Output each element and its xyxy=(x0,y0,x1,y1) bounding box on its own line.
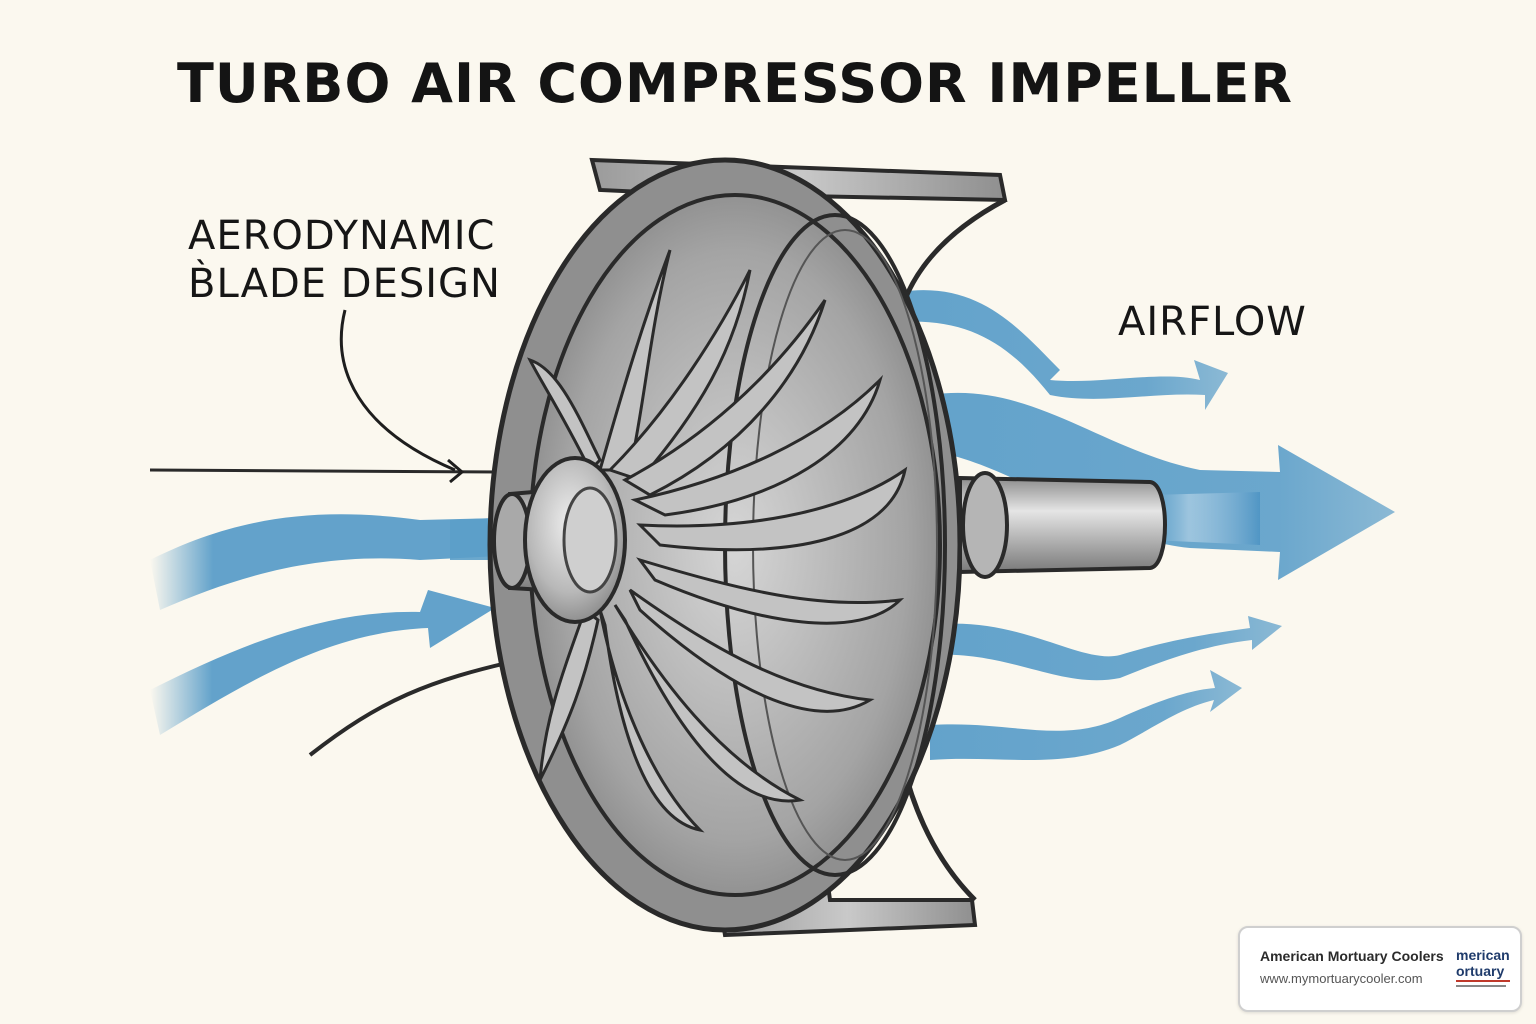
inlet-flow-upper xyxy=(150,514,500,610)
inlet-pipe-lower-outline xyxy=(308,658,521,757)
impeller-blade xyxy=(598,249,672,472)
outlet-flow-4 xyxy=(930,670,1242,760)
inlet-airflow-arrows xyxy=(150,514,540,735)
impeller-blade xyxy=(613,604,805,803)
impeller-blade xyxy=(538,607,600,781)
svg-text:ortuary: ortuary xyxy=(1456,963,1504,979)
airflow-label: AIRFLOW xyxy=(1118,299,1307,345)
blade-label-leader-line xyxy=(339,309,456,472)
outlet-flow-3 xyxy=(930,616,1282,681)
blade-design-label-line1: AERODYNAMIC xyxy=(188,213,496,259)
watermark-url: www.mymortuarycooler.com xyxy=(1260,971,1423,986)
inlet-pipe-outline xyxy=(149,468,501,474)
impeller-blade xyxy=(607,269,752,482)
watermark-company-name: American Mortuary Coolers xyxy=(1260,948,1444,964)
impeller-shaft-hub xyxy=(492,456,1167,624)
impeller-blade xyxy=(598,609,705,833)
impeller-blade xyxy=(621,299,827,497)
watermark-badge: American Mortuary Coolers www.mymortuary… xyxy=(1238,926,1522,1012)
inlet-flow-middle xyxy=(150,590,495,735)
outlet-flow-2 xyxy=(930,392,1395,580)
impeller-blade xyxy=(636,557,905,625)
company-logo-icon: merican ortuary xyxy=(1456,942,1510,996)
outlet-flow-1 xyxy=(900,290,1228,410)
outlet-shaft-collar xyxy=(961,471,1009,579)
impeller-blade xyxy=(527,357,602,473)
outlet-flow-center xyxy=(1150,492,1260,545)
impeller-blade xyxy=(628,588,875,713)
blade-design-label-line2: B̀LADE DESIGN xyxy=(188,261,501,307)
hub-cap-inner xyxy=(562,486,618,594)
blade-label-leader-arrowhead xyxy=(447,458,465,484)
impeller-blade xyxy=(630,374,884,517)
svg-text:merican: merican xyxy=(1456,947,1510,963)
outlet-shaft xyxy=(958,475,1167,575)
blade-design-label: AERODYNAMIC B̀LADE DESIGN xyxy=(188,212,518,308)
impeller-blade xyxy=(636,466,908,552)
diagram-title: TURBO AIR COMPRESSOR IMPELLER xyxy=(177,52,1293,115)
outlet-airflow-arrows xyxy=(900,290,1395,760)
